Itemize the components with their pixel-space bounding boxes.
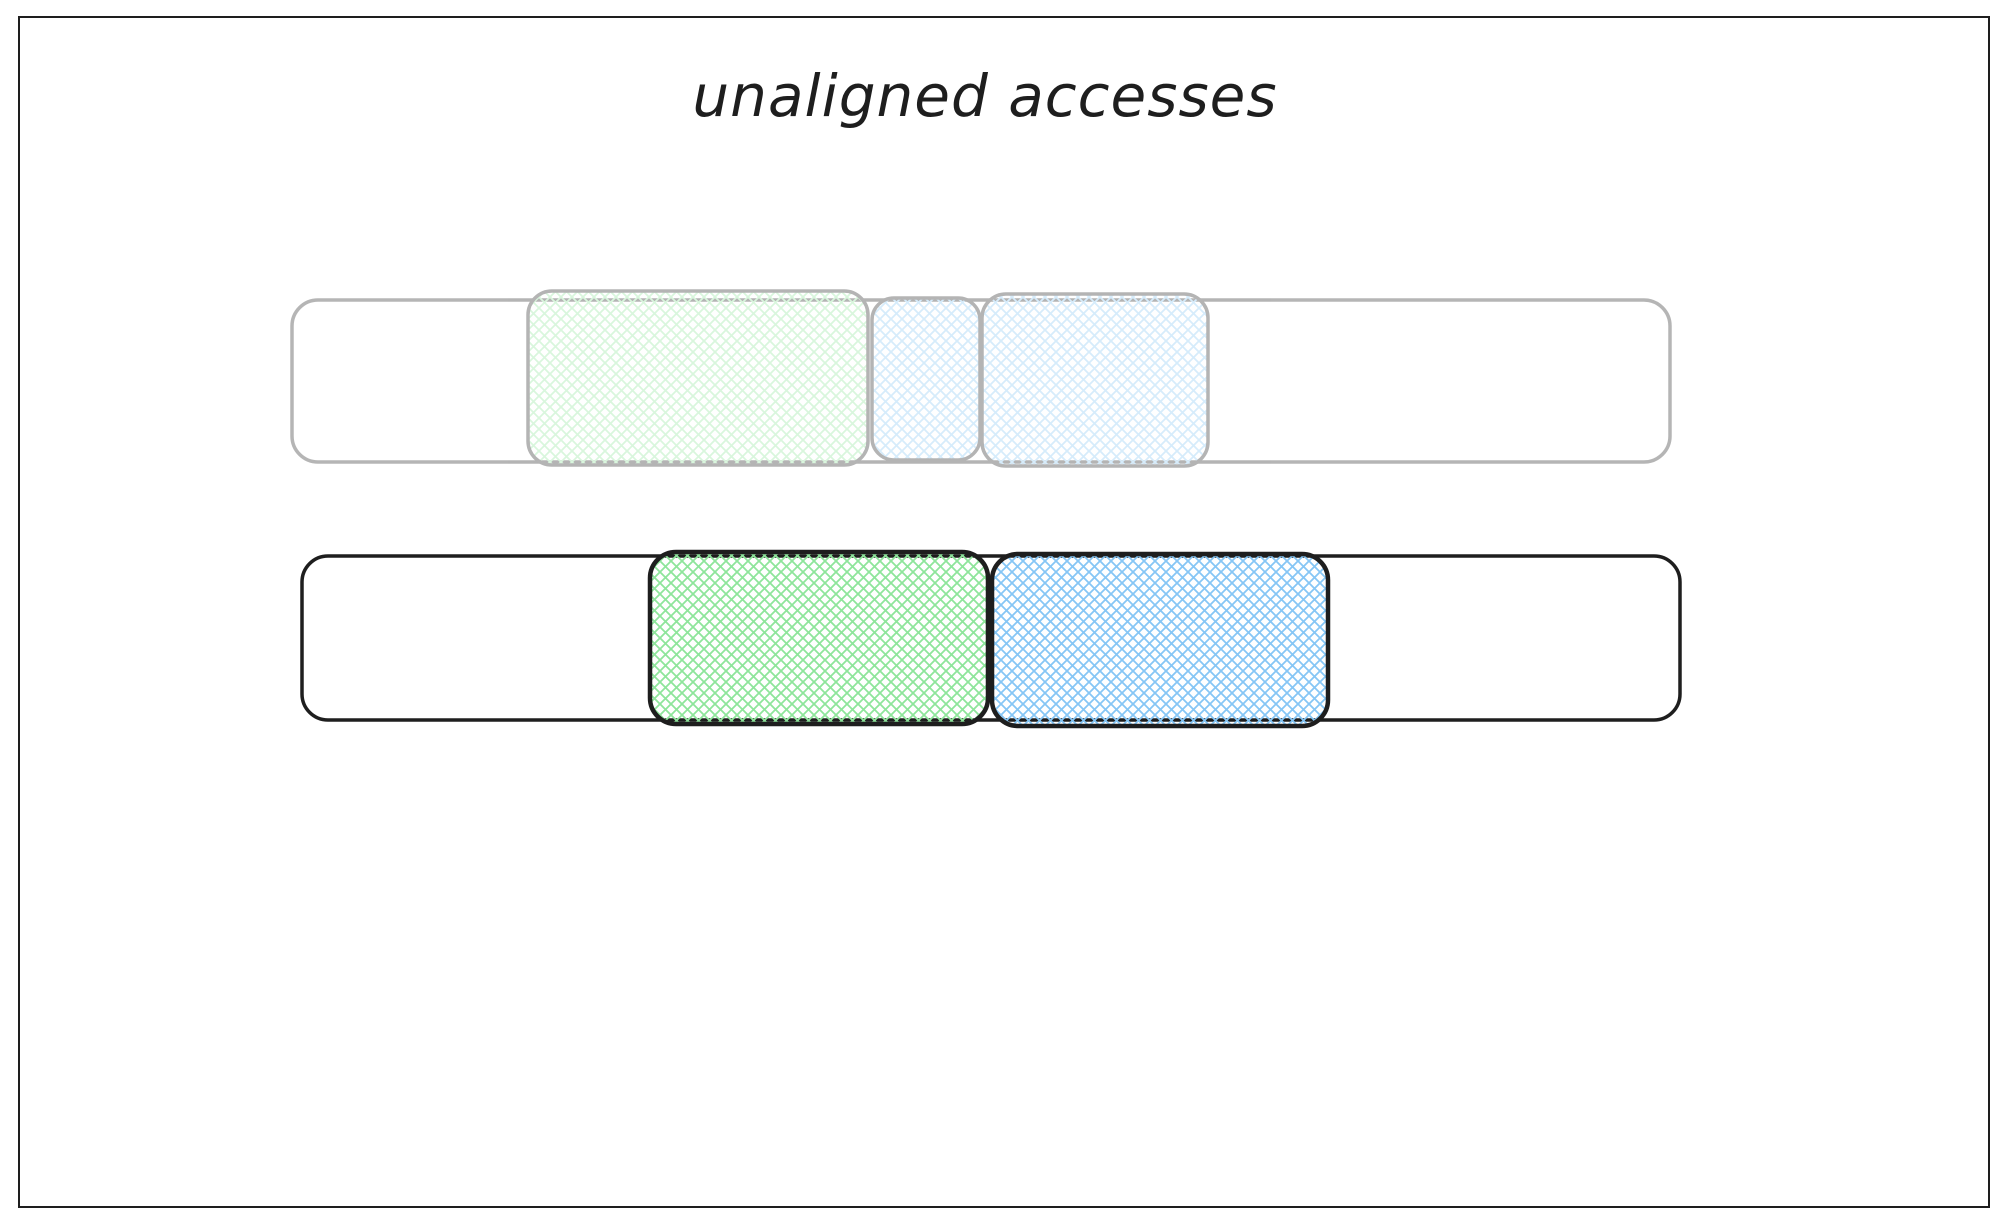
faded-row-container — [290, 298, 1672, 464]
outer-frame — [18, 16, 1990, 1208]
faded-blue-segment-2 — [980, 292, 1210, 468]
main-row-container — [300, 554, 1682, 722]
faded-blue-segment-1 — [870, 296, 982, 462]
faded-green-segment — [526, 289, 870, 467]
main-blue-segment — [989, 551, 1331, 729]
diagram-title: unaligned accesses — [692, 62, 1278, 130]
faded-row — [290, 289, 1672, 468]
main-green-segment — [647, 549, 991, 727]
main-row — [300, 549, 1682, 729]
